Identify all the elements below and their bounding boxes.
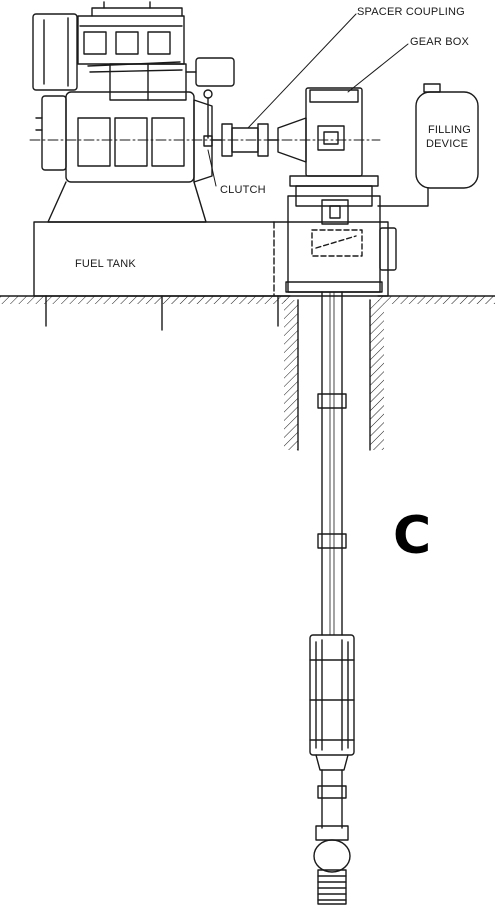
panel-letter: C [393,506,432,566]
fuel-tank-label: FUEL TANK [75,258,136,270]
filling-device-label-line2: DEVICE [426,138,469,150]
clutch [203,89,213,147]
clutch-label: CLUTCH [220,184,266,196]
gear-box-label: GEAR BOX [410,36,470,48]
diesel-engine [32,1,235,223]
leader-lines [207,13,409,187]
well-casing [284,299,384,451]
spacer-coupling-label: SPACER COUPLING [357,6,465,18]
filling-device [377,83,479,207]
filling-device-label-line1: FILLING [428,124,471,136]
ground-line [0,295,495,331]
pump-column [317,291,347,636]
pump-head [285,195,397,293]
pump-bowl-assembly [309,634,355,905]
gear-box [277,87,379,207]
